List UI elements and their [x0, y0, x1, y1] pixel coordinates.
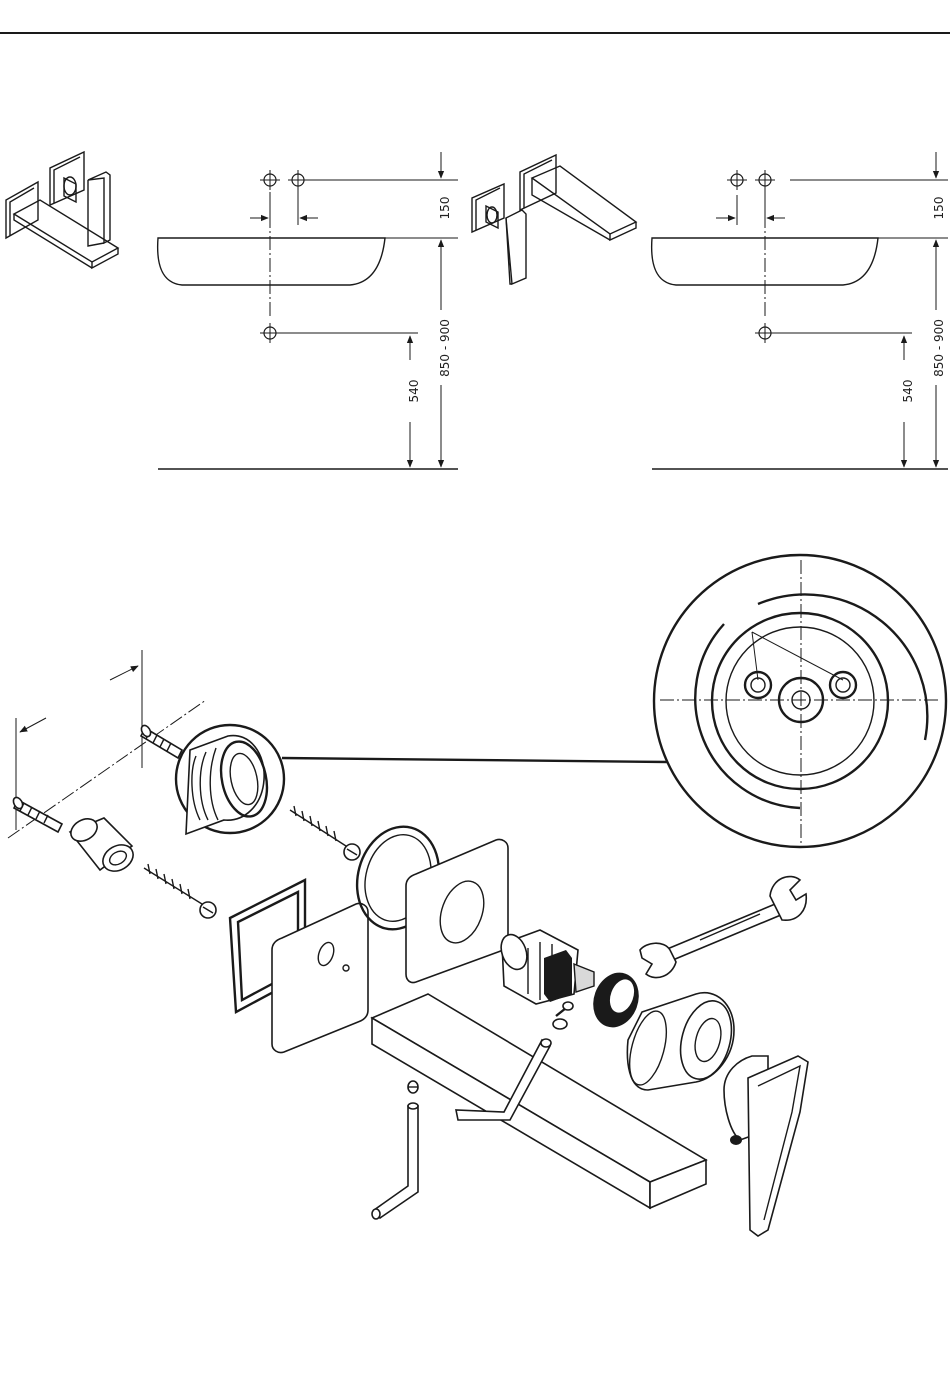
install-depth-dimension [8, 650, 206, 838]
wall-anchor-bolt-upper [140, 724, 182, 758]
basin-dimension-drawing-left: 150 850 - 900 540 [158, 152, 458, 469]
grub-screw [553, 1002, 573, 1029]
mounting-screw-upper [290, 806, 360, 860]
handle-cover-plate [406, 839, 508, 982]
open-end-wrench [640, 877, 806, 978]
dim-label-540-left: 540 [407, 380, 421, 403]
faucet-thumbnail-right [472, 155, 636, 284]
detail-view-circle [282, 555, 946, 847]
hex-key-large [372, 1081, 418, 1219]
basin-dimension-drawing-right: 150 850 - 900 540 [652, 152, 948, 469]
spacer-sleeve [67, 814, 138, 876]
dim-label-height-left: 850 - 900 [438, 319, 452, 377]
dim-label-150-left: 150 [438, 197, 452, 220]
mounting-screw-lower [144, 864, 216, 918]
wall-anchor-bolt-lower [12, 796, 62, 832]
spout-cover-plate [272, 903, 368, 1052]
dim-label-height-right: 850 - 900 [932, 319, 946, 377]
mixer-cartridge [497, 930, 594, 1004]
dim-label-540-right: 540 [901, 380, 915, 403]
handle-lever [724, 1056, 808, 1236]
detail-callout-circle [176, 725, 284, 834]
handle-sleeve [623, 993, 740, 1090]
dim-label-150-right: 150 [932, 197, 946, 220]
faucet-thumbnail-left [6, 152, 118, 268]
